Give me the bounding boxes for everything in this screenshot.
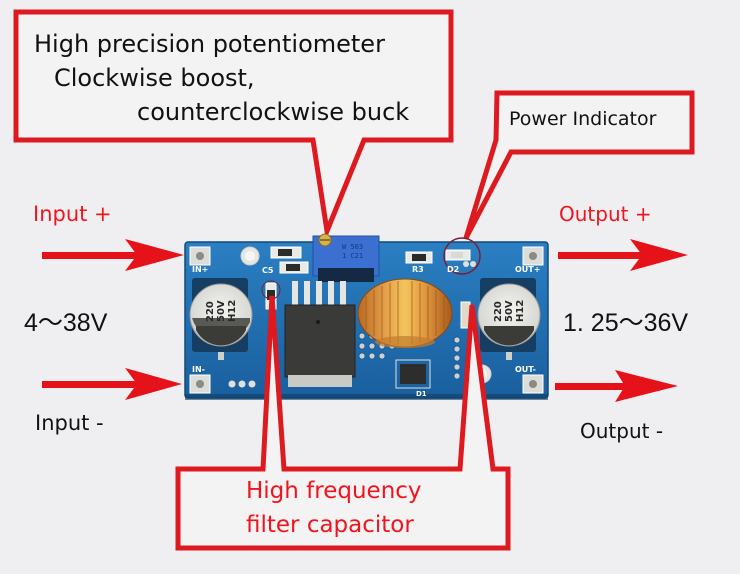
terminal-out-plus-pad [522,246,544,266]
output-plus-label: Output + [559,202,652,226]
input-minus-label: Input - [35,411,104,435]
cap-right-line3: H12 [515,300,526,322]
pot-code-bottom: 1 C21 [342,252,363,260]
filter-capacitor-subtitle: filter capacitor [246,512,414,538]
power-indicator-callout-frame [463,90,695,240]
output-plus-arrow [558,239,688,271]
schottky-diode-d1 [395,359,431,389]
toroidal-inductor [357,278,453,348]
trimmer-potentiometer [312,233,380,282]
filter-capacitor-title: High frequency [246,478,422,504]
terminal-in-minus-pad [189,374,211,394]
regulator-ic [284,281,356,387]
cap-left-line2: 50V [216,300,227,322]
input-voltage-range: 4～38V [24,309,108,337]
filter-capacitor-callout-frame [175,295,511,551]
led-highlight-circle [443,237,481,275]
potentiometer-clockwise-text: Clockwise boost, [54,64,255,92]
potentiometer-callout-frame [13,9,454,241]
silk-out-minus: OUT- [515,365,536,374]
silk-c5: C5 [262,266,274,275]
input-minus-arrow [42,368,182,400]
input-plus-arrow [42,239,184,271]
silk-out-plus: OUT+ [515,265,540,274]
silk-in-plus: IN+ [192,265,208,274]
potentiometer-title: High precision potentiometer [34,30,385,58]
cap-left-line1: 220 [205,301,216,322]
cap-right-line2: 50V [504,300,515,322]
led-d2 [443,237,481,275]
cap-left-line3: H12 [227,300,238,322]
input-electrolytic-capacitor [189,278,253,360]
silk-in-minus: IN- [192,365,205,374]
silk-d2: D2 [447,265,459,274]
output-minus-arrow [555,370,678,402]
output-voltage-range: 1. 25～36V [563,309,689,337]
resistor-r3 [405,251,433,264]
terminal-out-minus-pad [522,374,544,394]
terminal-in-plus-pad [189,246,211,266]
output-electrolytic-capacitor [477,278,541,360]
silk-d1: D1 [416,390,427,398]
silk-r3: R3 [412,265,424,274]
output-minus-label: Output - [580,419,664,443]
power-indicator-label: Power Indicator [509,108,657,130]
input-plus-label: Input + [33,202,112,226]
pot-code-top: W 503 [342,243,363,251]
cap-right-line1: 220 [493,301,504,322]
potentiometer-counterclockwise-text: counterclockwise buck [137,98,410,126]
